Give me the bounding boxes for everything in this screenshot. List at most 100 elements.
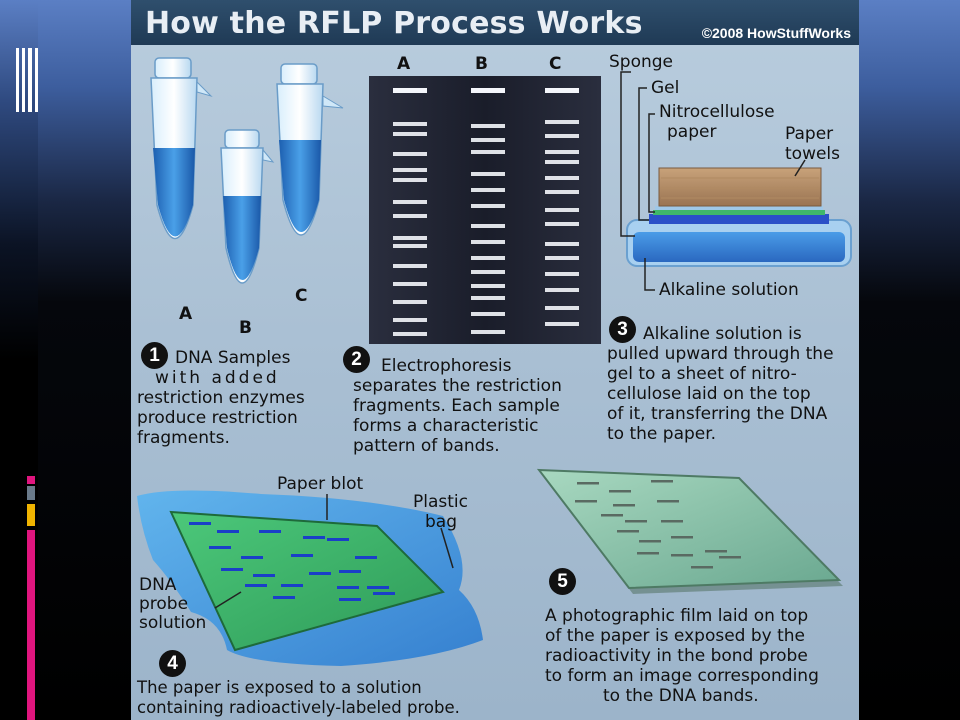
paper-towels-label: Paper towels	[785, 124, 841, 164]
gel-band	[545, 306, 579, 310]
blotting-apparatus	[626, 167, 852, 267]
gel-band	[471, 256, 505, 260]
sponge-label: Sponge	[609, 52, 674, 72]
film-band	[625, 520, 647, 523]
gel-band	[545, 242, 579, 246]
blot-band	[367, 586, 389, 589]
gel-band	[393, 282, 427, 286]
gel-band	[393, 318, 427, 322]
blot-band	[309, 572, 331, 575]
gel-band	[545, 120, 579, 124]
lane-label-a: A	[397, 54, 411, 74]
gel-band	[545, 160, 579, 164]
step-1-text: DNA Samples with added restriction enzym…	[137, 348, 305, 448]
gel-band	[393, 264, 427, 268]
gel-band	[471, 284, 505, 288]
test-tube-b	[220, 129, 275, 284]
film-band	[705, 550, 727, 553]
gel-band	[545, 134, 579, 138]
blot-band	[281, 584, 303, 587]
blot-band	[291, 554, 313, 557]
film-band	[671, 536, 693, 539]
blot-band	[355, 556, 377, 559]
film-band	[651, 480, 673, 483]
gel-band	[393, 244, 427, 248]
blot-bands	[189, 522, 395, 601]
gel-band	[471, 138, 505, 142]
blot-band	[373, 592, 395, 595]
page-title: How the RFLP Process Works	[145, 6, 643, 41]
step-3-text: Alkaline solution is pulled upward throu…	[607, 324, 834, 444]
gel-band	[471, 150, 505, 154]
alkaline-solution-label: Alkaline solution	[659, 280, 799, 300]
step-3-number: 3	[609, 316, 636, 343]
gel-bands	[393, 88, 579, 336]
blot-band	[253, 574, 275, 577]
blot-band	[245, 584, 267, 587]
slide-side-marks	[27, 476, 35, 720]
diagram-graphics	[137, 57, 852, 666]
gel-band	[471, 204, 505, 208]
apparatus-leader-lines	[620, 71, 806, 291]
blot-band	[327, 538, 349, 541]
photographic-film	[536, 468, 843, 594]
gel-band	[393, 168, 427, 172]
gel-band	[393, 236, 427, 240]
lane-label-b: B	[475, 54, 488, 74]
gel-band	[545, 176, 579, 180]
tube-label-c: C	[295, 286, 308, 306]
plastic-bag-with-blot	[137, 490, 483, 666]
film-band	[613, 504, 635, 507]
step-5-number: 5	[549, 568, 576, 595]
gel-band	[471, 240, 505, 244]
gel-band	[471, 224, 505, 228]
film-band	[637, 552, 659, 555]
film-band	[691, 566, 713, 569]
tube-label-a: A	[179, 304, 193, 324]
step-4-number: 4	[159, 650, 186, 677]
gel-band	[393, 332, 427, 336]
slide-accent-bars	[16, 48, 38, 112]
film-band	[657, 500, 679, 503]
gel-band	[393, 88, 427, 93]
step-1-number: 1	[141, 342, 168, 369]
gel-band	[545, 288, 579, 292]
bag-leader-lines	[214, 494, 454, 609]
gel-band	[393, 132, 427, 136]
film-band	[601, 514, 623, 517]
blot-band	[339, 570, 361, 573]
blot-band	[303, 536, 325, 539]
gel-band	[471, 330, 505, 334]
film-band	[577, 482, 599, 485]
gel-band	[471, 124, 505, 128]
gel-band	[393, 178, 427, 182]
gel-band	[393, 152, 427, 156]
gel-band	[545, 256, 579, 260]
gel-band	[393, 214, 427, 218]
gel-band	[471, 188, 505, 192]
dna-probe-solution-label: DNA probe solution	[139, 575, 207, 633]
blot-band	[217, 530, 239, 533]
film-band	[639, 540, 661, 543]
film-band	[609, 490, 631, 493]
film-band	[575, 500, 597, 503]
film-bands	[575, 480, 741, 569]
gel-band	[471, 172, 505, 176]
plastic-bag-label: Plastic bag	[413, 492, 468, 532]
blot-band	[273, 596, 295, 599]
step-5-text: A photographic film laid on top of the p…	[545, 606, 819, 706]
blot-band	[221, 568, 243, 571]
step-2-text: Electrophoresis separates the restrictio…	[353, 356, 562, 456]
gel-band	[545, 88, 579, 93]
blot-band	[189, 522, 211, 525]
gel-band	[393, 300, 427, 304]
film-band	[719, 556, 741, 559]
gel-band	[545, 150, 579, 154]
gel-band	[545, 208, 579, 212]
blot-band	[259, 530, 281, 533]
blot-band	[241, 556, 263, 559]
step-2-number: 2	[343, 346, 370, 373]
gel-band	[393, 122, 427, 126]
gel-band	[471, 88, 505, 93]
blot-band	[337, 586, 359, 589]
